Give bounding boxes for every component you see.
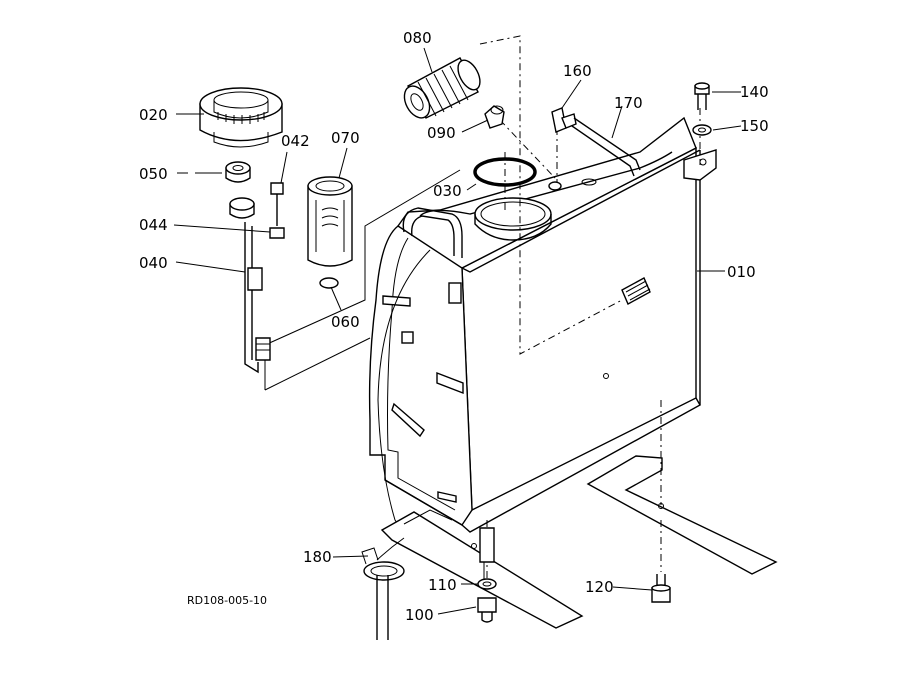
label-040: 040 (139, 254, 168, 272)
label-090: 090 (427, 124, 456, 142)
hose-clamp-pipe (361, 537, 405, 640)
oil-cap (199, 87, 283, 148)
top-bolt (692, 82, 712, 136)
label-100: 100 (405, 606, 434, 624)
label-170: 170 (614, 94, 643, 112)
leader-lines (173, 47, 742, 615)
vent-plug (484, 105, 505, 129)
label-080: 080 (403, 29, 432, 47)
label-180: 180 (303, 548, 332, 566)
filler-o-ring (473, 157, 537, 187)
drain-plug (477, 527, 497, 623)
label-042: 042 (281, 132, 310, 150)
label-050: 050 (139, 165, 168, 183)
label-150: 150 (740, 117, 769, 135)
label-060: 060 (331, 313, 360, 331)
label-030: 030 (433, 182, 462, 200)
hydraulic-tank (368, 116, 717, 549)
label-010: 010 (727, 263, 756, 281)
level-gauge-rod (244, 182, 285, 374)
return-hose-elbow (551, 107, 641, 177)
drawing-number: RD108-005-10 (187, 594, 267, 607)
label-044: 044 (139, 216, 168, 234)
label-120: 120 (585, 578, 614, 596)
suction-strainer (403, 57, 481, 119)
mounting-plates (380, 455, 778, 629)
label-160: 160 (563, 62, 592, 80)
filter-element (307, 176, 353, 289)
rubber-seal (225, 161, 255, 219)
part-labels: 010 020 030 040 042 044 050 060 070 080 … (139, 29, 769, 624)
plate-bolt (651, 574, 671, 603)
label-070: 070 (331, 129, 360, 147)
label-140: 140 (740, 83, 769, 101)
label-110: 110 (428, 576, 457, 594)
label-020: 020 (139, 106, 168, 124)
